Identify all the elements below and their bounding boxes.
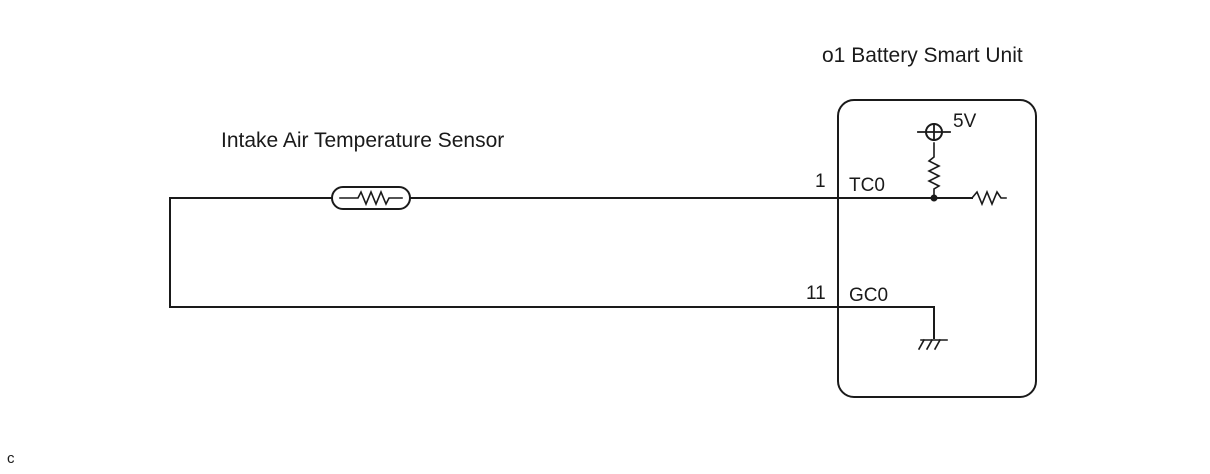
pin-number-gc0: 11 — [806, 283, 826, 304]
sensor-title: Intake Air Temperature Sensor — [221, 129, 505, 152]
input-resistor-symbol — [970, 189, 1007, 207]
pullup-resistor-symbol — [927, 142, 941, 199]
thermistor-symbol — [331, 186, 411, 210]
figure-code: C — [7, 450, 15, 467]
ecu-box — [837, 99, 1037, 398]
gc0-internal-line — [837, 306, 935, 339]
ecu-title: o1 Battery Smart Unit — [822, 44, 1023, 67]
pin-name-tc0: TC0 — [849, 175, 885, 196]
supply-voltage-label: 5V — [953, 111, 977, 132]
pin-name-gc0: GC0 — [849, 285, 889, 306]
ground-return-wire — [169, 197, 839, 308]
pin-number-tc0: 1 — [815, 171, 826, 192]
ground-symbol — [917, 338, 948, 351]
junction-dot — [930, 194, 938, 202]
supply-terminal-symbol — [917, 123, 951, 141]
